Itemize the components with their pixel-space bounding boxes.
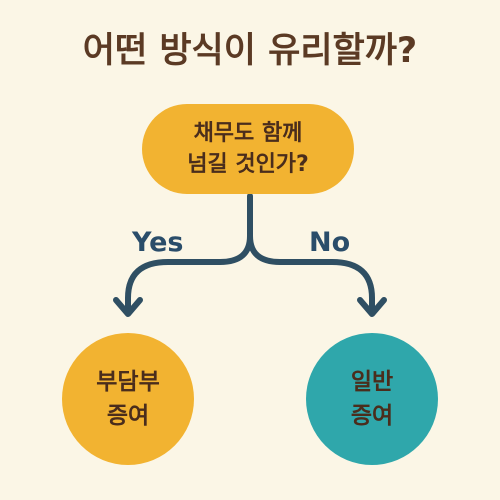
yes-label: Yes [132, 227, 184, 258]
yes-branch-connector [125, 233, 253, 315]
yes-arrowhead [113, 297, 143, 317]
outcome-burden-gift: 부담부 증여 [62, 333, 194, 465]
no-branch-connector [247, 233, 375, 315]
outcome-general-gift: 일반 증여 [306, 333, 438, 465]
decision-line-2: 넘길 것인가? [187, 152, 309, 177]
no-arrowhead [357, 297, 387, 317]
no-label: No [309, 227, 351, 258]
outcome-right-line-2: 증여 [350, 403, 394, 429]
decision-line-1: 채무도 함께 [193, 121, 303, 146]
page-title: 어떤 방식이 유리할까? [82, 31, 418, 71]
outcome-right-line-1: 일반 [350, 369, 394, 395]
outcome-left-line-2: 증여 [106, 403, 150, 429]
decision-node: 채무도 함께 넘길 것인가? [142, 104, 354, 194]
outcome-left-line-1: 부담부 [96, 369, 160, 395]
